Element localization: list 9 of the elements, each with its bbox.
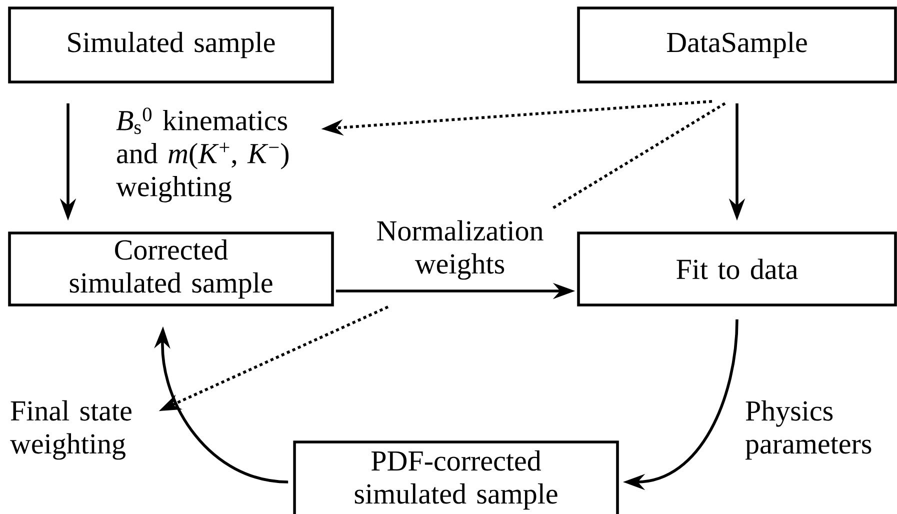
process-box: Fit to data	[577, 232, 897, 306]
annotation-text: B$_{s}$$^{0}$ kinematics and m(K$^{+}$, K$^{−}$) weighting	[116, 108, 288, 202]
edge-label: Physics parameters	[745, 400, 872, 460]
process-box: DataSample	[577, 6, 897, 84]
process-box: Corrected simulated sample	[8, 232, 334, 306]
process-box: PDF-corrected simulated sample	[293, 440, 619, 514]
annotation-text: Normalization weights	[377, 220, 544, 280]
annotation-text: Final state weighting	[10, 400, 132, 460]
process-box: Simulated sample	[8, 6, 334, 84]
